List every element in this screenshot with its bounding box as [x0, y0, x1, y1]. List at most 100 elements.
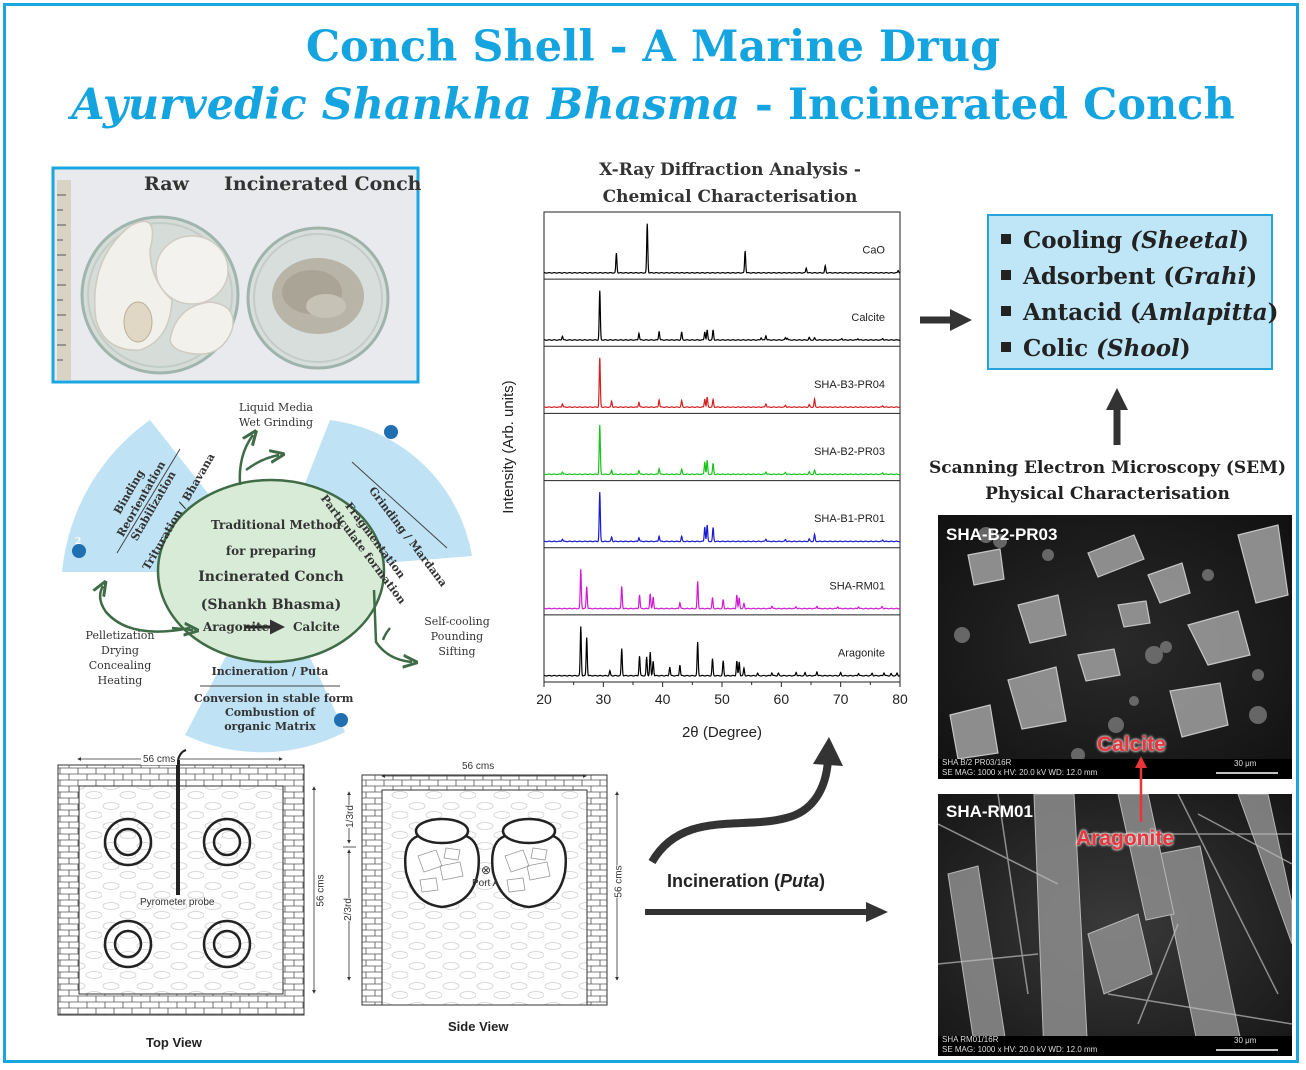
- method-circle: [156, 478, 386, 664]
- ruler-ticks: [57, 194, 66, 361]
- xrd-x-tick-label: 50: [714, 691, 730, 707]
- flow-arrow-liquid: [238, 435, 253, 486]
- sem-image-aragonite: [938, 794, 1292, 1056]
- wedge2-badge: [72, 544, 86, 558]
- bullet-square: [1001, 270, 1011, 280]
- shell-piece-2: [169, 301, 234, 355]
- self-cooling-note: Self-cooling Pounding Sifting: [412, 614, 502, 659]
- xrd-series-label: SHA-B1-PR01: [814, 513, 885, 525]
- xrd-series-label: Aragonite: [838, 647, 885, 659]
- wedge3-bottom-1: Conversion in stable form: [194, 692, 354, 705]
- sem-panel-2-scale: 30 μm: [1234, 1036, 1257, 1045]
- incineration-label-start: Incineration (: [667, 871, 781, 891]
- sem-title-line-2: Physical Characterisation: [985, 484, 1230, 504]
- pelletization-note: Pelletization Drying Concealing Heating: [70, 628, 170, 688]
- xrd-series-label: SHA-RM01: [829, 580, 885, 592]
- process-diagram: [62, 420, 472, 753]
- wedge1-number: 1: [387, 418, 394, 428]
- xrd-trace-sha-b1-pr01: [543, 492, 901, 543]
- title-rest: - Incinerated Conch: [740, 80, 1235, 130]
- method-line-2: for preparing: [225, 544, 317, 558]
- pot-left: [404, 817, 480, 909]
- xrd-trace-cao: [543, 223, 901, 274]
- pellet-line-1: Pelletization: [85, 629, 155, 642]
- incineration-label-italic: Puta: [780, 871, 820, 891]
- liquid-media-note: Liquid Media Wet Grinding: [216, 400, 336, 430]
- sem-panel-2-foot-1: SHA RM01/16R: [942, 1035, 999, 1044]
- pellet-line-4: Heating: [97, 674, 143, 687]
- sem-panel-1-scale: 30 μm: [1234, 759, 1257, 768]
- sem-panel-1-foot-2: SE MAG: 1000 x HV: 20.0 kV WD: 12.0 mm: [942, 768, 1098, 777]
- property-colic: Colic (Shool): [1001, 331, 1271, 367]
- method-title: Incinerated Conch (Shankh Bhasma): [186, 563, 356, 619]
- pyrometer-label: Pyrometer probe: [140, 897, 215, 908]
- bullet-square: [1001, 234, 1011, 244]
- xrd-trace-sha-rm01: [543, 569, 901, 610]
- wedge2-number: 2: [75, 537, 82, 547]
- wedge3-bottom-2: Combustion of: [224, 706, 316, 719]
- sem-title: Scanning Electron Microscopy (SEM) Physi…: [925, 455, 1290, 507]
- furnace-side-view: [343, 774, 619, 1006]
- port-label: Port A: [472, 878, 500, 889]
- property-cooling: Cooling (Sheetal): [1001, 223, 1271, 259]
- xrd-title-line-1: X-Ray Diffraction Analysis -: [599, 160, 861, 180]
- aragonite-label: Aragonite: [203, 620, 270, 634]
- liquid-line-1: Liquid Media: [239, 401, 313, 414]
- top-view-caption: Top View: [146, 1035, 202, 1050]
- xrd-trace-aragonite: [543, 626, 901, 677]
- sem-image-calcite: [938, 515, 1292, 779]
- title-line-2: Ayurvedic Shankha Bhasma - Incinerated C…: [0, 80, 1306, 130]
- xrd-x-tick-label: 80: [892, 691, 908, 707]
- title-line-1: Conch Shell - A Marine Drug: [305, 22, 1001, 72]
- wedge3-top: Incineration / Puta: [211, 665, 329, 678]
- pellet-line-2: Drying: [101, 644, 139, 657]
- method-line-3: Incinerated Conch: [198, 569, 344, 585]
- xrd-series-label: SHA-B2-PR03: [814, 446, 885, 458]
- xrd-trace-calcite: [543, 290, 901, 341]
- bullet-square: [1001, 342, 1011, 352]
- wedge1-badge: [384, 425, 398, 439]
- pellet-line-3: Concealing: [88, 659, 152, 672]
- side-view-caption: Side View: [448, 1019, 509, 1034]
- liquid-line-2: Wet Grinding: [238, 416, 314, 429]
- top-height-label: 56 cms: [315, 874, 327, 907]
- side-third-label: 1/3rd: [344, 805, 356, 828]
- conch-shell-raw: [93, 220, 173, 351]
- pot-right: [491, 817, 567, 909]
- xrd-x-tick-label: 40: [655, 691, 671, 707]
- incineration-curve-arrow: [648, 759, 832, 865]
- sem-title-line-1: Scanning Electron Microscopy (SEM): [929, 458, 1286, 478]
- xrd-x-tick-label: 30: [596, 691, 612, 707]
- incineration-label: Incineration (Puta): [667, 871, 825, 892]
- properties-box: Cooling (Sheetal) Adsorbent (Grahi) Anta…: [987, 214, 1279, 370]
- sem-panel-1-label: SHA-B2-PR03: [946, 525, 1058, 544]
- xrd-x-tick-label: 20: [536, 691, 552, 707]
- page-border: [3, 3, 1299, 1063]
- flow-arrow-pellet: [100, 586, 191, 633]
- wedge3-bottom: Conversion in stable form Combustion of …: [194, 692, 354, 734]
- self-line-1: Self-cooling: [424, 615, 490, 628]
- photo-label-incinerated: Incinerated Conch: [224, 173, 422, 195]
- shell-piece: [155, 235, 229, 305]
- sem-panel-aragonite: SHA-RM01 SHA RM01/16R SE MAG: 1000 x HV:…: [938, 794, 1292, 1056]
- incineration-label-end: ): [819, 871, 826, 891]
- furnace-top-view: [57, 749, 316, 1016]
- method-line-1: Traditional Method: [211, 518, 342, 532]
- sem-panel-2-label: SHA-RM01: [946, 802, 1033, 821]
- xrd-chart: CaOCalciteSHA-B3-PR04SHA-B2-PR03SHA-B1-P…: [500, 211, 908, 741]
- side-twothird-label: 2/3rd: [342, 898, 354, 921]
- calcite-annotation: Calcite: [1097, 733, 1166, 756]
- xrd-x-tick-label: 60: [774, 691, 790, 707]
- xrd-series-label: Calcite: [851, 312, 885, 324]
- photo-label-raw: Raw: [144, 173, 189, 195]
- wedge3-badge: [334, 713, 348, 727]
- top-width-label: 56 cms: [141, 754, 178, 765]
- wedge1-divider: [351, 461, 448, 549]
- xrd-y-axis-label: Intensity (Arb. units): [500, 380, 517, 513]
- title-italic: Ayurvedic Shankha Bhasma: [71, 80, 741, 130]
- xrd-title-line-2: Chemical Characterisation: [602, 187, 858, 207]
- self-line-2: Pounding: [430, 630, 484, 643]
- xrd-series-label: CaO: [862, 245, 885, 257]
- sem-panel-2-foot-2: SE MAG: 1000 x HV: 20.0 kV WD: 12.0 mm: [942, 1045, 1098, 1054]
